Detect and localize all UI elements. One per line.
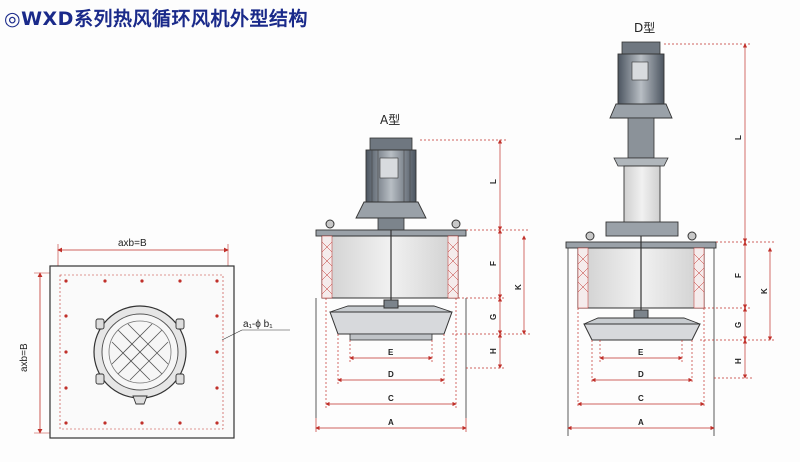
type-d-dim-c: C: [638, 394, 644, 403]
type-a-dim-d: D: [388, 370, 394, 379]
type-d-dim-h: H: [734, 358, 743, 364]
page-title: ◎WXD系列热风循环风机外型结构: [4, 8, 308, 30]
type-d-dim-e: E: [638, 348, 644, 357]
type-a-dim-h: H: [489, 348, 498, 354]
type-a-dim-k: K: [514, 284, 523, 290]
type-a-dim-f: F: [489, 261, 498, 266]
type-d-dim-k: K: [760, 288, 769, 294]
type-a-elevation: A型: [315, 113, 530, 432]
type-d-dim-a: A: [638, 418, 644, 427]
type-d-dim-g: G: [734, 322, 743, 328]
type-d-label: D型: [634, 21, 655, 35]
type-d-dim-f: F: [734, 273, 743, 278]
type-a-dim-g: G: [489, 314, 498, 320]
type-d-elevation: D型: [565, 21, 776, 436]
plan-view: axb=B axb=B: [19, 238, 290, 439]
type-a-dim-l: L: [489, 179, 498, 184]
type-a-dim-c: C: [388, 394, 394, 403]
hole-note-label: a₁-ϕ b₁: [243, 319, 273, 330]
plan-side-dim-label: axb=B: [19, 343, 30, 372]
type-a-dim-e: E: [388, 348, 394, 357]
type-d-dim-l: L: [734, 135, 743, 140]
type-d-dim-d: D: [638, 370, 644, 379]
plan-top-dim-label: axb=B: [118, 238, 147, 249]
type-a-dim-a: A: [388, 418, 394, 427]
type-a-label: A型: [380, 113, 400, 127]
